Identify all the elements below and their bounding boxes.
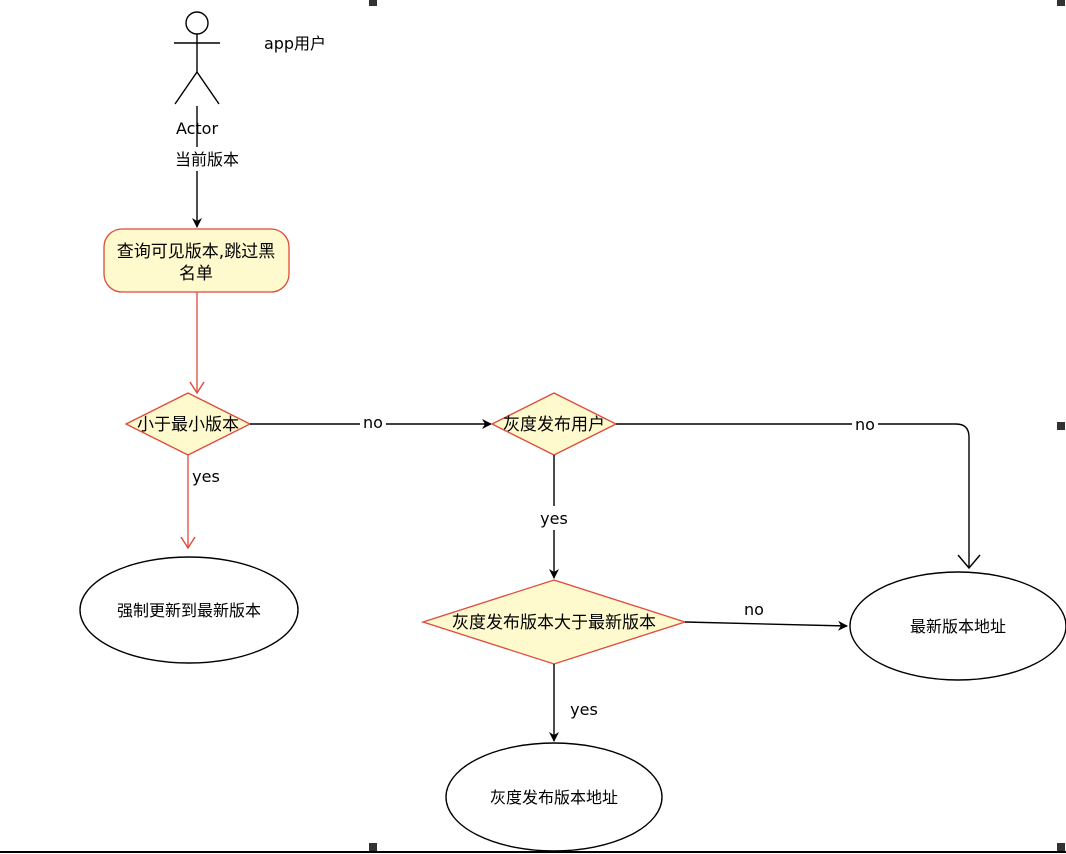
edge-label-gray-user-no: no [855, 415, 875, 434]
edge-gray-version-to-latest-url[interactable] [684, 620, 848, 631]
actor-role-label: app用户 [264, 34, 326, 53]
selection-handle-top-left[interactable] [369, 0, 377, 6]
actor-head [185, 11, 209, 35]
edge-label-bg-gray-user-no [852, 414, 878, 434]
selection-handle-bottom-left[interactable] [369, 843, 377, 851]
edge-gray-user-to-latest-url[interactable] [616, 423, 981, 570]
node-gray-release-version-url-label: 灰度发布版本地址 [490, 788, 618, 807]
node-query-visible-version-line1: 查询可见版本,跳过黑 [117, 242, 275, 262]
edge-label-gray-version-no: no [744, 600, 764, 619]
node-latest-version-url[interactable] [849, 571, 1066, 681]
node-gray-release-user-label: 灰度发布用户 [503, 415, 605, 435]
node-force-update-label: 强制更新到最新版本 [117, 601, 261, 620]
node-gray-release-version-url[interactable] [445, 742, 663, 852]
edge-label-bg-gray-user-yes [536, 506, 572, 530]
node-gray-version-greater-than-latest-label: 灰度发布版本大于最新版本 [452, 613, 656, 633]
selection-handle-mid-right[interactable] [1057, 422, 1065, 430]
edge-label-min-no: no [363, 413, 383, 432]
edge-label-current-version: 当前版本 [175, 150, 239, 169]
node-query-visible-version-line2: 名单 [179, 264, 213, 284]
edge-label-bg-current-version [168, 147, 246, 171]
actor-figure[interactable] [174, 11, 220, 105]
node-force-update[interactable] [79, 556, 299, 664]
actor-left-leg [174, 71, 198, 105]
edge-label-gray-user-yes: yes [540, 509, 568, 528]
edge-label-min-yes: yes [192, 467, 220, 486]
actor-right-leg [196, 71, 220, 105]
node-latest-version-url-label: 最新版本地址 [910, 617, 1006, 636]
edge-label-gray-version-yes: yes [570, 700, 598, 719]
node-less-than-min-version-label: 小于最小版本 [137, 415, 239, 435]
edge-label-bg-min-no [360, 413, 386, 433]
selection-handle-top-right[interactable] [1057, 0, 1065, 6]
selection-handle-bottom-right[interactable] [1057, 843, 1065, 851]
